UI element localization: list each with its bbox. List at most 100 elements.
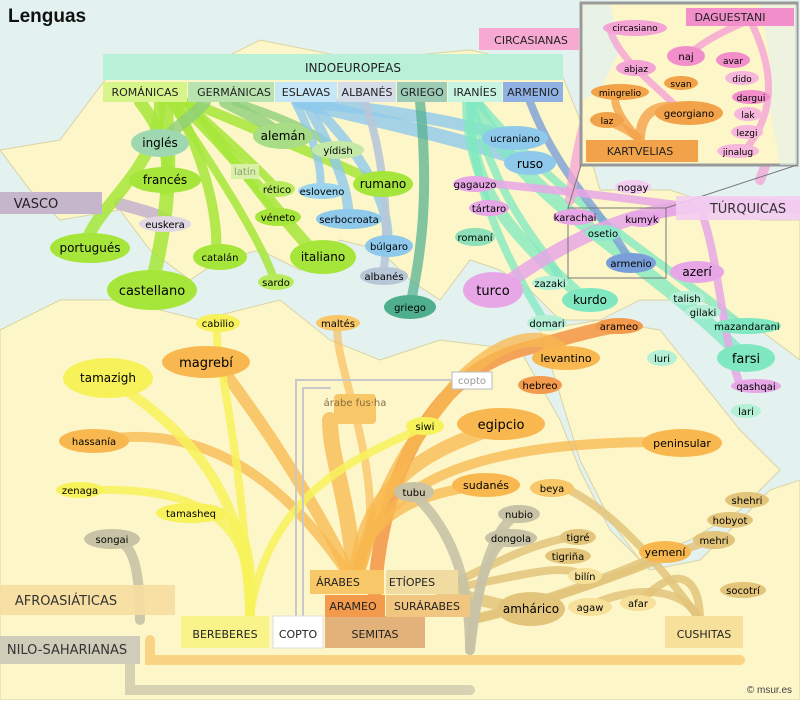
lang-gilaki: gilaki	[690, 308, 717, 319]
family-arabes-band	[310, 570, 384, 594]
family-cushitas: CUSHITAS	[677, 628, 732, 641]
family-albanes: ALBANÉS	[342, 86, 393, 99]
lang-egipcio: egipcio	[478, 418, 525, 433]
lang-kurdo: kurdo	[573, 293, 607, 307]
lang-shehri: shehri	[732, 496, 763, 507]
language-nodes: inglés alemán yídish francés latín rétic…	[50, 20, 781, 626]
lang-qashqai: qashqai	[736, 382, 775, 393]
family-surarabes-band	[386, 595, 470, 617]
lang-latin: latín	[234, 166, 256, 178]
family-daguestani: DAGUESTANI	[695, 11, 766, 24]
family-nilosaharianas-band	[0, 636, 140, 664]
lang-tamasheq: tamasheq	[166, 509, 216, 520]
family-etiopes: ETÍOPES	[389, 576, 435, 589]
lang-hobyot: hobyot	[713, 516, 748, 527]
lang-svan: svan	[670, 80, 691, 90]
family-vasco-band	[0, 192, 102, 214]
family-iranies: IRANÍES	[453, 86, 496, 99]
family-afroasiaticas-band	[0, 585, 175, 615]
lang-afar: afar	[628, 599, 649, 610]
lang-yidish: yídish	[323, 145, 352, 157]
lang-copto: copto	[458, 376, 486, 387]
lang-talish: talish	[673, 294, 700, 305]
lang-ucraniano: ucraniano	[490, 134, 540, 145]
family-eslavas: ESLAVAS	[282, 86, 330, 99]
family-circasianas-band	[479, 28, 579, 50]
lang-portugues: portugués	[59, 241, 120, 255]
family-romanicas: ROMÁNICAS	[112, 86, 179, 99]
lang-mingrelio: mingrelio	[599, 89, 642, 99]
lang-sardo: sardo	[262, 278, 290, 289]
credit-text: © msur.es	[746, 685, 792, 696]
lang-armenio: armenio	[610, 259, 651, 270]
lang-dargui: dargui	[737, 94, 766, 104]
lang-veneto: véneto	[261, 212, 296, 224]
lang-turco: turco	[476, 284, 510, 299]
lang-ingles: inglés	[142, 136, 178, 150]
family-surarabes: SURÁRABES	[394, 600, 460, 613]
lang-peninsular: peninsular	[653, 437, 711, 450]
family-armenio-band	[503, 82, 563, 102]
family-griego: GRIEGO	[400, 86, 444, 99]
lang-amharico: amhárico	[503, 602, 559, 616]
lang-georgiano: georgiano	[664, 109, 714, 120]
lang-arabe-fusha: árabe fus·ha	[324, 397, 387, 409]
lang-ruso: ruso	[517, 157, 543, 171]
lang-esloveno: esloveno	[300, 187, 345, 198]
lang-hassania: hassanía	[72, 436, 116, 448]
family-nilosaharianas: NILO-SAHARIANAS	[7, 643, 127, 658]
family-semitas-band	[325, 616, 425, 648]
lang-avar: avar	[723, 57, 743, 67]
lang-mehri: mehri	[699, 536, 728, 547]
lang-romani: romaní	[458, 232, 494, 244]
family-kartvelias: KARTVELIAS	[607, 145, 673, 158]
lang-tigrinia: tigriña	[552, 552, 584, 563]
lang-zenaga: zenaga	[62, 486, 98, 497]
lang-siwi: siwi	[416, 422, 435, 433]
family-labels: INDOEUROPEAS ROMÁNICAS GERMÁNICAS ESLAVA…	[0, 8, 800, 664]
lang-jinalug: jinalug	[722, 148, 753, 158]
lang-dido: dido	[732, 75, 752, 85]
family-kartvelias-band	[586, 140, 698, 162]
family-semitas: SEMITAS	[351, 628, 398, 641]
family-eslavas-band	[275, 82, 337, 102]
lang-bilin: bilín	[574, 571, 595, 583]
lang-maltes: maltés	[321, 318, 355, 330]
lang-castellano: castellano	[119, 284, 185, 299]
lang-magrebi: magrebí	[179, 356, 233, 371]
family-bereberes-band	[181, 616, 269, 648]
family-cushitas-band	[665, 616, 743, 648]
lang-socotri: socotrí	[726, 585, 761, 597]
lang-azeri: azerí	[682, 265, 712, 279]
lang-tigre: tigré	[566, 532, 589, 544]
family-daguestani-band	[686, 8, 794, 26]
lang-tartaro: tártaro	[472, 203, 506, 215]
lang-tubu: tubu	[403, 488, 426, 499]
lang-abjaz: abjaz	[624, 65, 648, 75]
family-turquicas-band	[676, 196, 800, 220]
lang-gagauzo: gagauzo	[454, 180, 497, 191]
lang-retico: rético	[263, 184, 291, 196]
family-turquicas: TÚRQUICAS	[709, 201, 786, 217]
inset-connector	[567, 164, 582, 209]
family-germanicas-band	[188, 82, 274, 102]
lang-naj: naj	[678, 52, 693, 63]
lang-osetio: osetio	[588, 229, 618, 240]
family-bereberes: BEREBERES	[192, 628, 257, 641]
inset-frame	[567, 207, 667, 279]
family-circasianas: CIRCASIANAS	[494, 34, 568, 47]
lang-dongola: dongola	[491, 534, 531, 545]
lang-nogay: nogay	[618, 183, 649, 194]
family-copto-band	[272, 615, 324, 649]
lang-mazandarani: mazandarani	[714, 322, 779, 333]
lang-yemeni: yemení	[645, 546, 687, 559]
lang-cabilio: cabilio	[202, 319, 234, 330]
family-afroasiaticas: AFROASIÁTICAS	[15, 593, 117, 609]
lang-rumano: rumano	[360, 177, 407, 191]
lang-circasiano: circasiano	[612, 24, 658, 34]
lang-farsi: farsi	[732, 352, 760, 367]
lang-sudanes: sudanés	[463, 479, 509, 492]
family-armenio: ARMENIO	[507, 86, 559, 99]
lang-italiano: italiano	[301, 250, 345, 264]
family-romanicas-band	[103, 82, 187, 102]
